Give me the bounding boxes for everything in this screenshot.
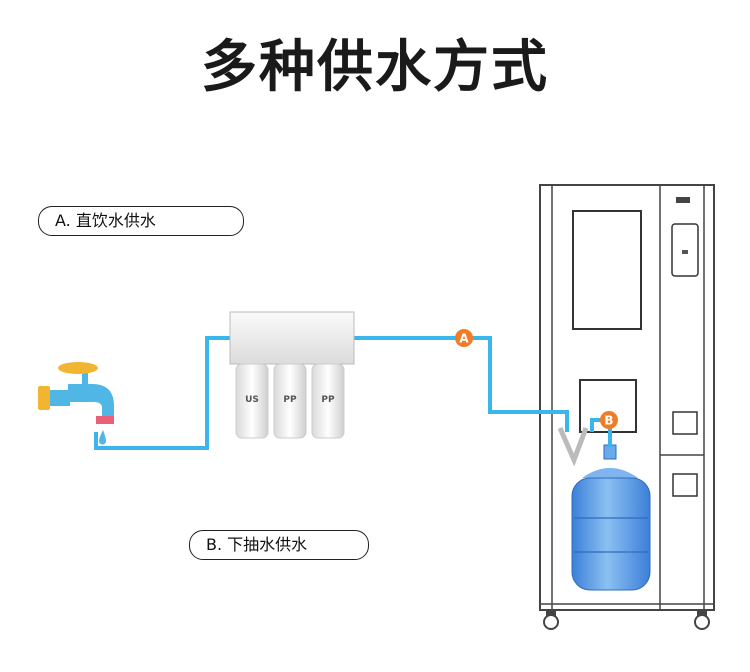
pipe-tap-to-filter xyxy=(94,336,238,450)
faucet-icon xyxy=(38,362,114,445)
wheel-left xyxy=(543,614,559,630)
filter-cartridge-3 xyxy=(311,363,345,439)
filter-label-1: US xyxy=(245,395,259,405)
water-filter: US PP PP xyxy=(229,311,355,439)
filter-housing xyxy=(229,311,355,365)
marker-a xyxy=(455,329,473,347)
water-bottle xyxy=(571,444,651,591)
marker-b-label: B xyxy=(604,414,613,428)
coin-slot xyxy=(672,411,698,435)
filter-label-2: PP xyxy=(283,395,297,405)
option-b-label: B. 下抽水供水 xyxy=(189,530,369,560)
pipe-filter-to-machine xyxy=(348,336,569,432)
machine-screen xyxy=(572,210,642,330)
valve-icon xyxy=(557,426,589,467)
filter-cartridge-2 xyxy=(273,363,307,439)
marker-a-label: A xyxy=(459,332,469,346)
option-a-label: A. 直饮水供水 xyxy=(38,206,244,236)
card-reader xyxy=(672,473,698,497)
filter-cartridge-1 xyxy=(235,363,269,439)
marker-b xyxy=(600,411,618,429)
wheel-right xyxy=(694,614,710,630)
machine-logo-icon xyxy=(676,197,690,203)
filter-label-3: PP xyxy=(321,395,335,405)
page-title: 多种供水方式 xyxy=(201,35,549,100)
